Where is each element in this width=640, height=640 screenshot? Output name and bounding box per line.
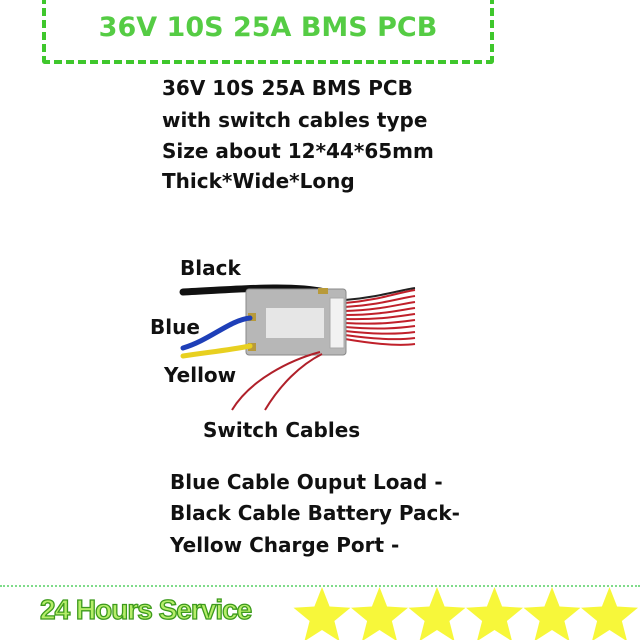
star-icon: [408, 587, 466, 640]
note-line: Blue Cable Ouput Load -: [170, 470, 443, 494]
bms-pcb-photo: [179, 284, 416, 411]
star-icon: [581, 587, 638, 640]
star-icon: [523, 587, 581, 640]
spec-line: Size about 12*44*65mm: [162, 139, 434, 163]
spec-line: 36V 10S 25A BMS PCB: [162, 76, 413, 100]
note-line: Yellow Charge Port -: [170, 533, 400, 557]
page-title: 36V 10S 25A BMS PCB: [98, 12, 438, 43]
service-banner: 24 Hours Service: [39, 593, 253, 625]
rating-stars: [293, 587, 638, 640]
title-frame: [42, 0, 494, 64]
star-icon: [351, 587, 408, 640]
label-yellow-cable: Yellow: [164, 363, 237, 387]
label-switch-cables: Switch Cables: [203, 418, 361, 442]
spec-line: with switch cables type: [162, 108, 428, 132]
label-blue-cable: Blue: [150, 315, 200, 339]
star-icon: [466, 587, 523, 640]
note-line: Black Cable Battery Pack-: [170, 501, 460, 525]
star-icon: [293, 587, 351, 640]
label-black-cable: Black: [180, 256, 241, 280]
divider: [0, 585, 640, 587]
spec-line: Thick*Wide*Long: [162, 169, 355, 193]
